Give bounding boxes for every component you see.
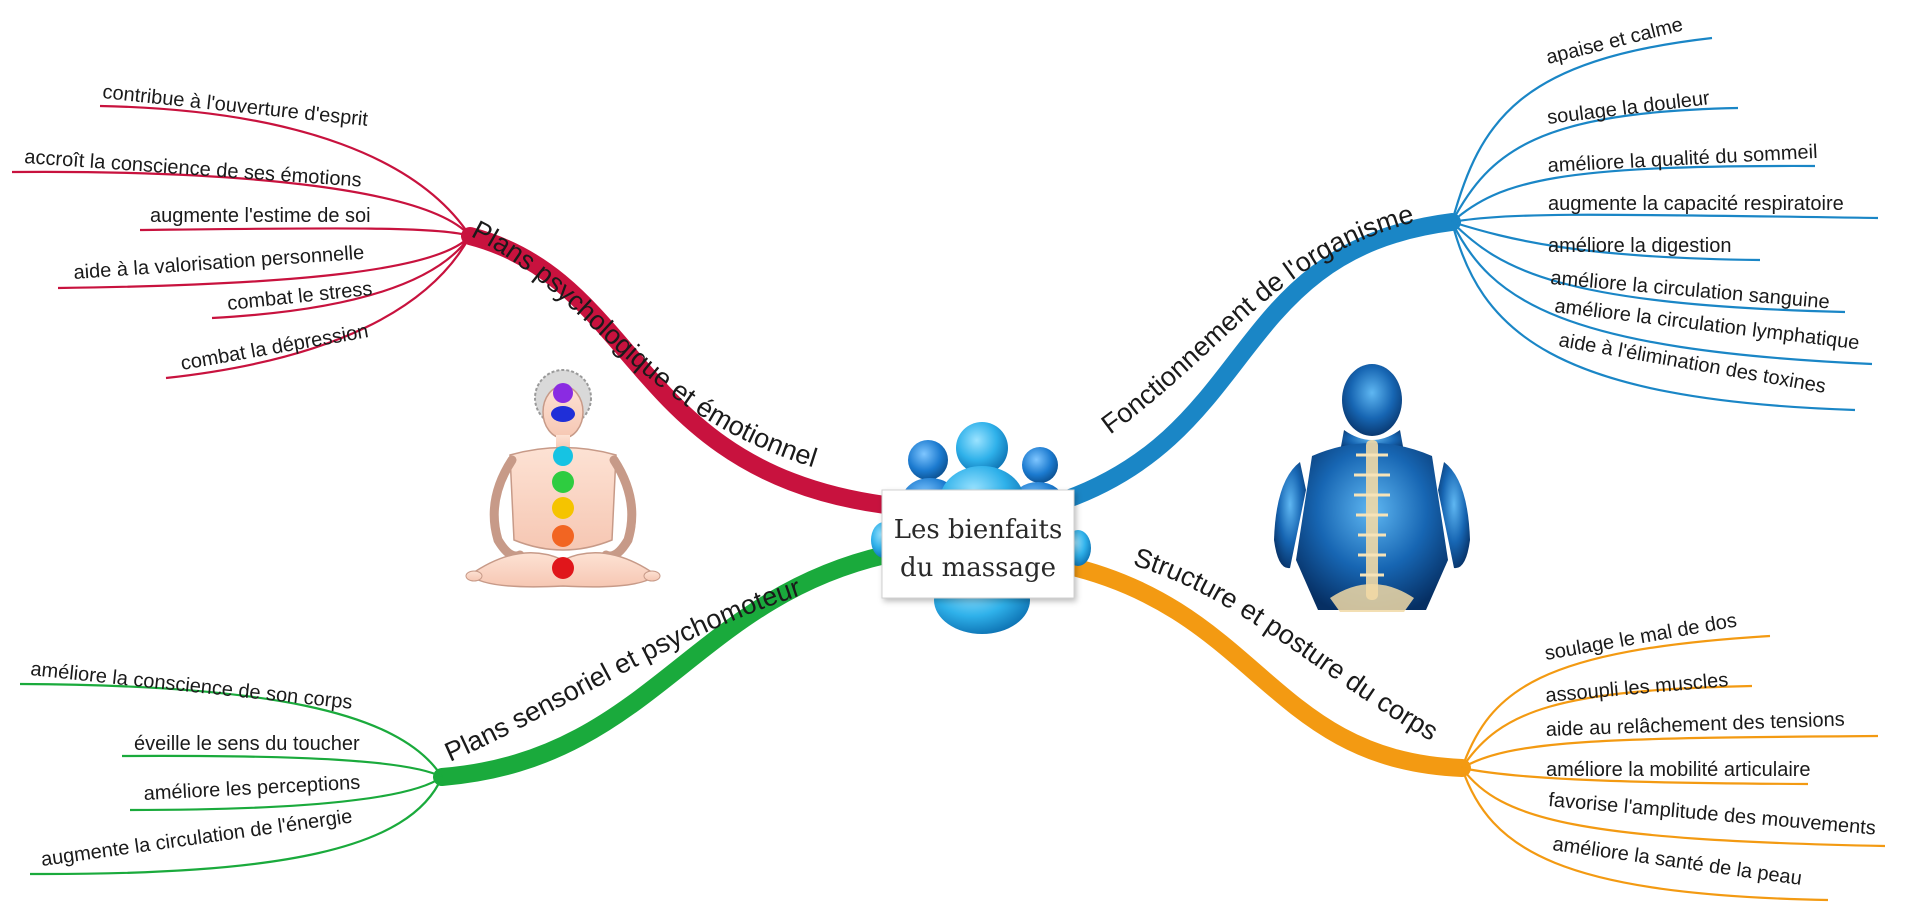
leaf-line — [1451, 220, 1761, 262]
leaf-org-3: améliore la qualité du sommeil — [1547, 141, 1818, 177]
branch-trunk — [461, 227, 894, 514]
leaf-struct-2: assoupli les muscles — [1545, 669, 1730, 707]
leaf-struct-4: améliore la mobilité articulaire — [1546, 759, 1811, 781]
branch-label-psychologique: Plans psychologique et émotionnel — [467, 215, 820, 473]
leaf-line — [139, 227, 471, 238]
leaf-line — [1461, 684, 1753, 769]
leaf-line — [1461, 767, 1886, 848]
leaf-psy-2: accroît la conscience de ses émotions — [24, 146, 363, 192]
leaf-line — [211, 235, 471, 320]
leaf-line — [1450, 36, 1713, 223]
branch-trunk — [433, 546, 894, 786]
leaf-psy-3: augmente l'estime de soi — [150, 205, 371, 227]
leaf-struct-5: favorise l'amplitude des mouvements — [1548, 789, 1877, 840]
leaf-line — [1451, 106, 1739, 223]
leaf-line — [19, 682, 443, 778]
center-title-line2: du massage — [900, 553, 1056, 583]
leaf-line — [29, 776, 444, 876]
leaf-line — [57, 235, 471, 290]
leaf-line — [1460, 767, 1829, 902]
leaf-line — [1451, 213, 1879, 224]
leaf-line — [121, 754, 443, 778]
leaf-sens-2: éveille le sens du toucher — [134, 733, 360, 755]
leaf-psy-6: combat la dépression — [179, 320, 370, 375]
leaf-struct-1: soulage le mal de dos — [1543, 609, 1738, 664]
leaf-org-2: soulage la douleur — [1546, 87, 1711, 129]
leaf-org-5: améliore la digestion — [1548, 235, 1731, 257]
leaf-sens-3: améliore les perceptions — [143, 772, 361, 805]
spine-icon — [1330, 440, 1414, 612]
branch-trunk — [1056, 213, 1461, 509]
leaf-psy-4: aide à la valorisation personnelle — [73, 242, 365, 284]
center-title-line1: Les bienfaits — [894, 515, 1063, 545]
leaf-line — [165, 235, 471, 380]
leaf-line — [1461, 734, 1879, 769]
meditating-figure-with-chakras — [465, 369, 661, 588]
leaf-line — [1460, 634, 1771, 769]
leaf-line — [1451, 221, 1873, 366]
leaf-org-1: apaise et calme — [1544, 14, 1685, 69]
leaf-line — [1451, 164, 1816, 223]
branch-organisme: Fonctionnement de l'organisme apaise et … — [1056, 14, 1879, 509]
branch-label-sensoriel: Plans sensoriel et psychomoteur — [440, 572, 804, 768]
center-card — [881, 489, 1075, 599]
leaf-line — [1451, 221, 1846, 314]
leaf-org-4: augmente la capacité respiratoire — [1548, 193, 1844, 215]
leaf-line — [11, 170, 471, 237]
leaf-line — [129, 776, 443, 812]
human-back-with-spine — [1274, 364, 1470, 612]
leaf-line — [99, 104, 471, 237]
branch-psychologique: Plans psychologique et émotionnel contri… — [11, 81, 894, 514]
branch-trunk — [1056, 556, 1471, 777]
leaf-line — [1450, 221, 1856, 412]
leaf-psy-1: contribue à l'ouverture d'esprit — [101, 81, 369, 131]
central-node: Les bienfaits du massage — [871, 422, 1091, 634]
branch-sensoriel: Plans sensoriel et psychomoteur améliore… — [19, 546, 894, 876]
branch-structure: Structure et posture du corps soulage le… — [1056, 542, 1886, 902]
leaf-line — [1461, 766, 1809, 786]
leaf-sens-1: améliore la conscience de son corps — [29, 658, 353, 714]
leaf-sens-4: augmente la circulation de l'énergie — [40, 805, 354, 870]
